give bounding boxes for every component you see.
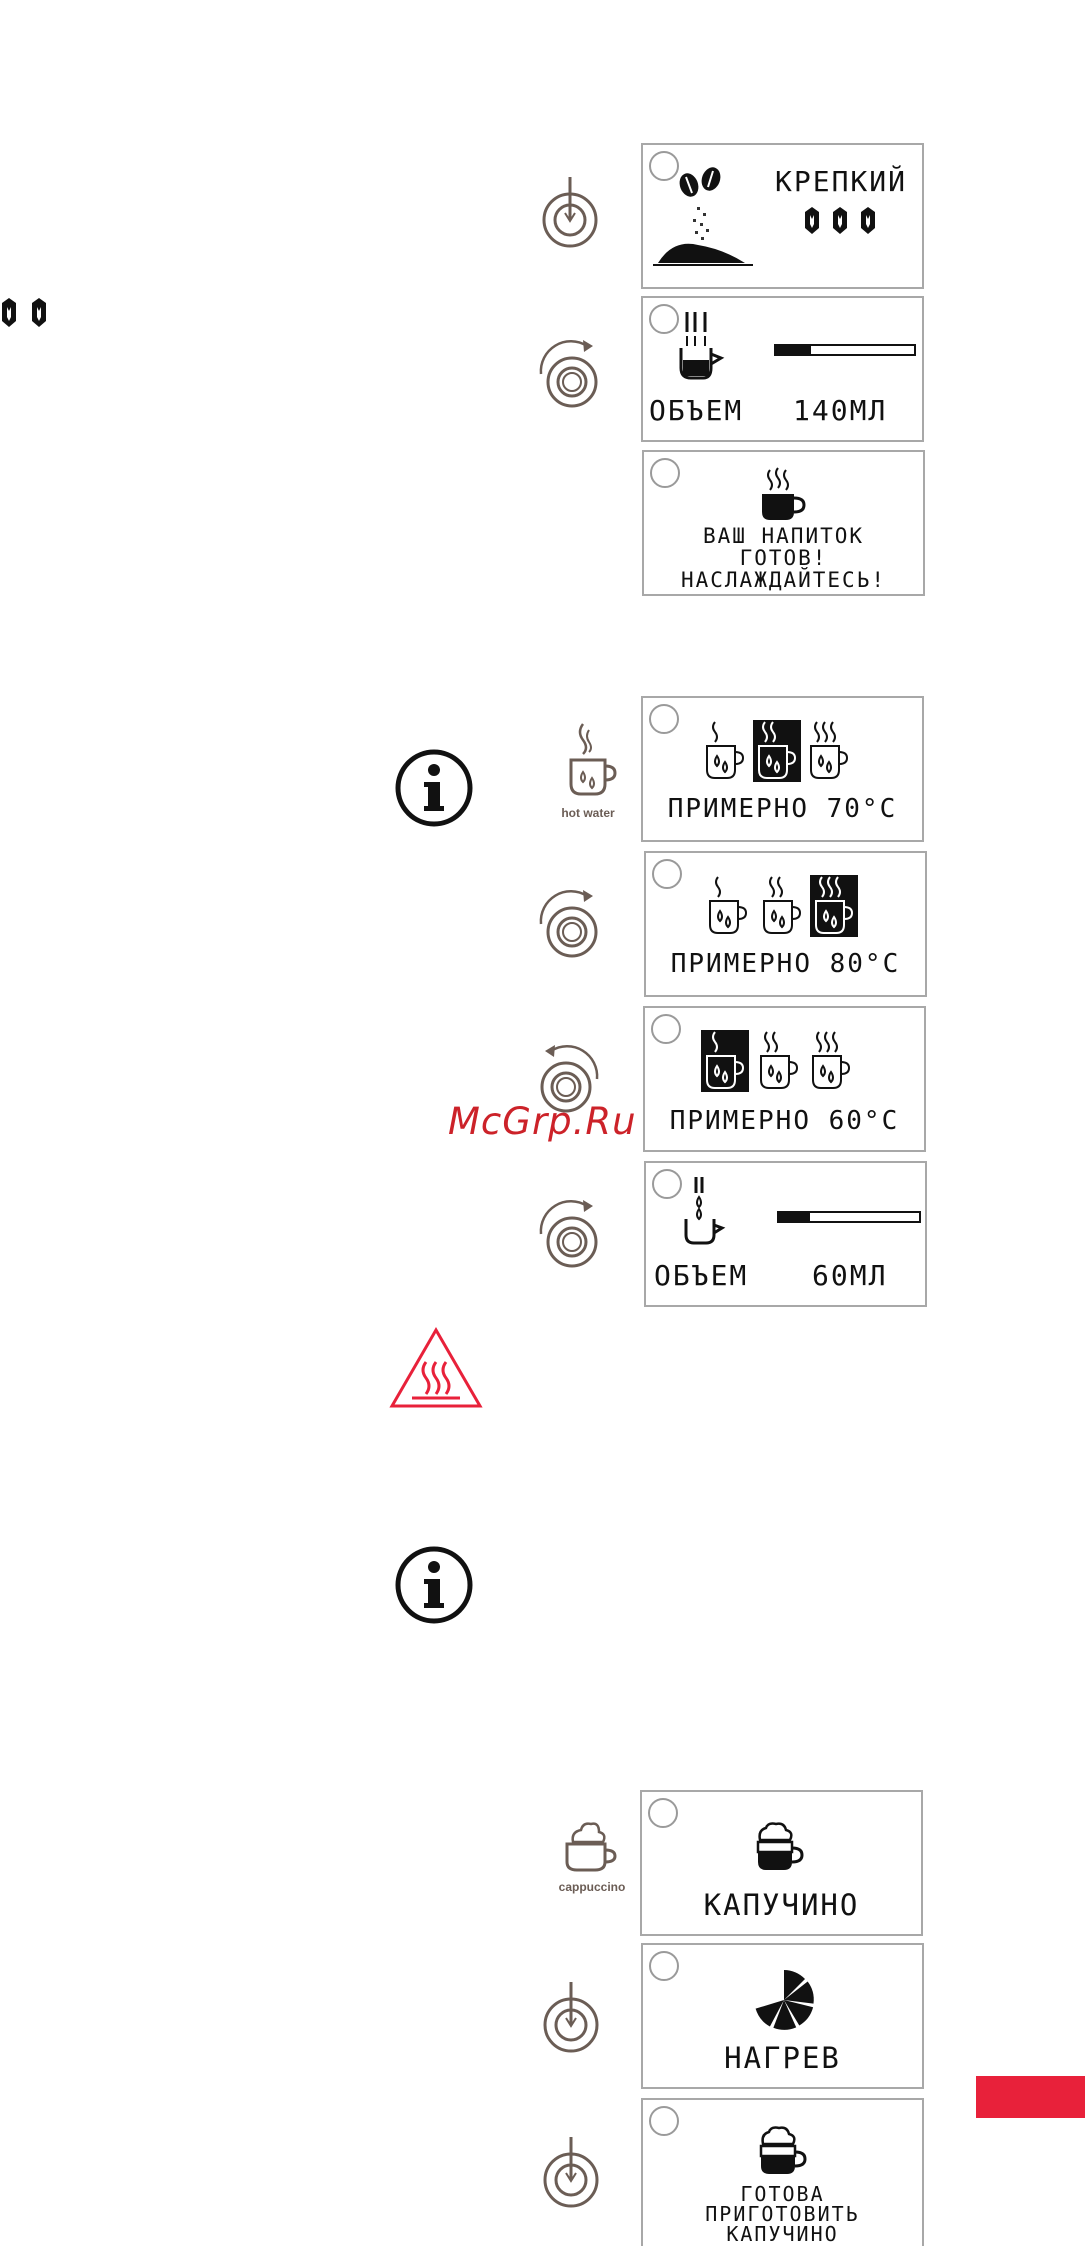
volume-bar-fill xyxy=(779,1213,810,1221)
bean-icons-partial xyxy=(0,297,60,335)
cappuccino-icon xyxy=(557,1818,627,1878)
lcd-volume-140: ОБЪЕМ 140МЛ xyxy=(641,296,924,442)
lcd-ready-line1: ВАШ НАПИТОК xyxy=(644,524,923,548)
lcd-indicator xyxy=(650,458,680,488)
hot-water-icon xyxy=(557,720,619,800)
lcd-cap-ready-line1: ГОТОВА xyxy=(643,2184,922,2204)
lcd-cappuccino-title: КАПУЧИНО xyxy=(642,1888,921,1922)
lcd-temp-60: ПРИМЕРНО 60°C xyxy=(643,1006,926,1152)
progress-segments-icon xyxy=(751,1967,817,2033)
press-knob-icon[interactable] xyxy=(542,2135,600,2213)
hot-surface-warning-icon xyxy=(388,1326,484,1410)
lcd-volume-value: 140МЛ xyxy=(793,394,887,427)
press-knob-icon[interactable] xyxy=(542,1980,600,2058)
temperature-cups-icon xyxy=(701,1030,871,1092)
rotate-clockwise-knob-icon[interactable] xyxy=(533,880,605,958)
lcd-indicator xyxy=(648,1798,678,1828)
volume-bar xyxy=(774,344,916,356)
lcd-ready-line2: ГОТОВ! xyxy=(644,546,923,570)
cup-dispensing-icon xyxy=(677,308,737,388)
cup-water-icon xyxy=(682,1173,732,1253)
lcd-indicator xyxy=(649,304,679,334)
lcd-indicator xyxy=(649,2106,679,2136)
lcd-indicator xyxy=(651,1014,681,1044)
lcd-strong: КРЕПКИЙ xyxy=(641,143,924,289)
temperature-cups-icon xyxy=(704,875,874,937)
lcd-drink-ready: ВАШ НАПИТОК ГОТОВ! НАСЛАЖДАЙТЕСЬ! xyxy=(642,450,925,596)
lcd-temp-80: ПРИМЕРНО 80°C xyxy=(644,851,927,997)
lcd-cap-ready-line3: КАПУЧИНО xyxy=(643,2224,922,2244)
lcd-cappuccino: КАПУЧИНО xyxy=(640,1790,923,1936)
lcd-temp-70-text: ПРИМЕРНО 70°C xyxy=(643,794,922,824)
info-icon xyxy=(394,1545,474,1625)
watermark: McGrp.Ru xyxy=(448,1100,637,1143)
lcd-indicator xyxy=(652,859,682,889)
hot-water-label: hot water xyxy=(547,806,629,820)
lcd-ready-line3: НАСЛАЖДАЙТЕСЬ! xyxy=(644,568,923,592)
lcd-indicator xyxy=(649,1951,679,1981)
bean-strength-icon xyxy=(803,207,883,237)
lcd-heating: НАГРЕВ xyxy=(641,1943,924,2089)
lcd-cap-ready-line2: ПРИГОТОВИТЬ xyxy=(643,2204,922,2224)
cappuccino-label: cappuccino xyxy=(551,1880,633,1894)
chapter-tab xyxy=(976,2076,1085,2118)
lcd-volume-label: ОБЪЕМ xyxy=(649,394,743,427)
lcd-strong-title: КРЕПКИЙ xyxy=(775,165,907,198)
rotate-clockwise-knob-icon[interactable] xyxy=(533,330,605,408)
cappuccino-cup-icon xyxy=(752,1820,812,1876)
lcd-heating-title: НАГРЕВ xyxy=(643,2041,922,2075)
lcd-volume-value: 60МЛ xyxy=(812,1259,887,1292)
cappuccino-cup-icon xyxy=(755,2124,815,2180)
volume-bar-fill xyxy=(776,346,811,354)
lcd-cappuccino-ready: ГОТОВА ПРИГОТОВИТЬ КАПУЧИНО xyxy=(641,2098,924,2246)
lcd-volume-60: ОБЪЕМ 60МЛ xyxy=(644,1161,927,1307)
lcd-temp-80-text: ПРИМЕРНО 80°C xyxy=(646,949,925,979)
temperature-cups-icon xyxy=(701,720,871,782)
coffee-grinding-icon xyxy=(653,167,753,277)
lcd-temp-70: ПРИМЕРНО 70°C xyxy=(641,696,924,842)
rotate-clockwise-knob-icon[interactable] xyxy=(533,1190,605,1268)
press-knob-icon[interactable] xyxy=(541,175,599,253)
info-icon xyxy=(394,748,474,828)
lcd-temp-60-text: ПРИМЕРНО 60°C xyxy=(645,1106,924,1136)
cappuccino-button[interactable]: cappuccino xyxy=(557,1818,627,1898)
lcd-volume-label: ОБЪЕМ xyxy=(654,1259,748,1292)
hot-cup-icon xyxy=(756,466,808,524)
lcd-indicator xyxy=(649,704,679,734)
volume-bar xyxy=(777,1211,921,1223)
lcd-indicator xyxy=(652,1169,682,1199)
hot-water-button[interactable]: hot water xyxy=(557,720,619,820)
